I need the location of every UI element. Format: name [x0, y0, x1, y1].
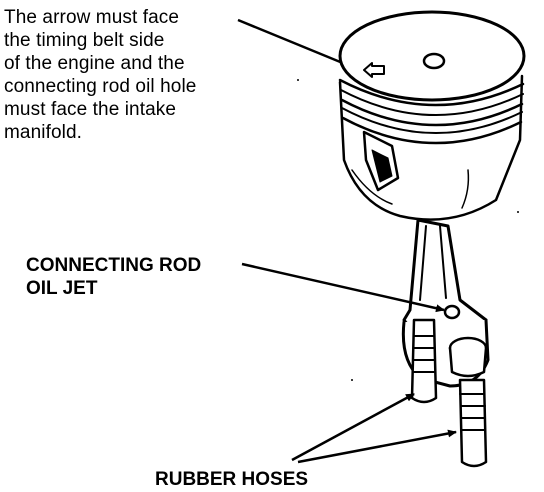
label-line: CONNECTING ROD [26, 255, 202, 276]
rubber-hose-leader-left [291, 392, 415, 462]
rubber-hoses-label: RUBBER HOSES [155, 469, 309, 490]
caption-line: The arrow must face [4, 7, 180, 28]
oil-hole-icon [443, 304, 461, 320]
rubber-hose-leader-right [297, 429, 457, 464]
oil-jet-icon [448, 336, 488, 378]
rubber-hose-icon [410, 318, 488, 468]
speck-dot [297, 79, 299, 81]
caption-line: the timing belt side [4, 30, 165, 51]
caption-line: must face the intake [4, 99, 177, 120]
speck-dot [517, 211, 519, 213]
connecting-rod-oil-jet-label: CONNECTING ROD OIL JET [26, 254, 201, 300]
caption-line: of the engine and the [4, 53, 185, 74]
piston-icon [338, 10, 526, 221]
caption-leader-line [237, 18, 351, 68]
speck-dot [351, 379, 353, 381]
arrow-mark-icon [363, 62, 385, 78]
instruction-caption: The arrow must face the timing belt side… [4, 6, 274, 144]
caption-line: manifold. [4, 122, 82, 143]
oil-jet-leader-line [241, 262, 445, 313]
label-line: OIL JET [26, 278, 98, 299]
caption-line: connecting rod oil hole [4, 76, 197, 97]
